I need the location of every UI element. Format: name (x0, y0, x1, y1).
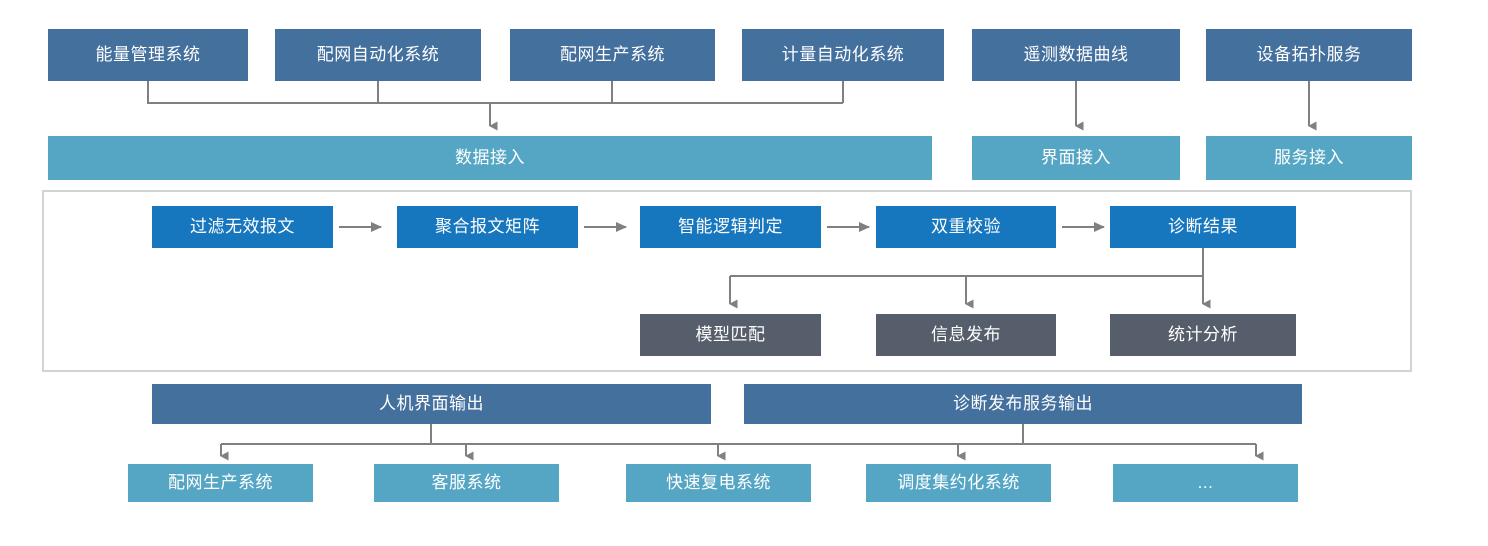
access-layer-service[interactable]: 服务接入 (1206, 136, 1412, 180)
box-label: 配网生产系统 (560, 44, 665, 64)
box-label: 双重校验 (931, 216, 1001, 236)
source-system-distribution-automation[interactable]: 配网自动化系统 (275, 29, 481, 81)
process-step-double-verification[interactable]: 双重校验 (876, 206, 1056, 248)
box-label: 配网自动化系统 (316, 44, 440, 64)
box-label: 界面接入 (1041, 147, 1111, 167)
consumer-customer-service-system[interactable]: 客服系统 (374, 464, 559, 502)
box-label: 客服系统 (431, 472, 502, 492)
box-label: 模型匹配 (695, 324, 766, 344)
source-system-device-topology-service[interactable]: 设备拓扑服务 (1206, 29, 1412, 81)
source-system-distribution-production[interactable]: 配网生产系统 (510, 29, 715, 81)
box-label: 调度集约化系统 (897, 472, 1020, 492)
box-label: 统计分析 (1168, 324, 1238, 344)
box-label: 聚合报文矩阵 (435, 216, 540, 236)
consumer-fast-power-restoration-system[interactable]: 快速复电系统 (626, 464, 811, 502)
access-layer-ui[interactable]: 界面接入 (972, 136, 1180, 180)
box-label: 信息发布 (931, 324, 1001, 344)
box-label: 人机界面输出 (379, 393, 484, 413)
consumer-more-ellipsis[interactable]: ... (1113, 464, 1298, 502)
box-label: 数据接入 (455, 147, 525, 167)
consumer-distribution-production-system[interactable]: 配网生产系统 (128, 464, 313, 502)
process-step-aggregate-message-matrix[interactable]: 聚合报文矩阵 (397, 206, 578, 248)
box-label: 服务接入 (1274, 147, 1344, 167)
consumer-dispatch-intensive-system[interactable]: 调度集约化系统 (866, 464, 1051, 502)
source-system-energy-management[interactable]: 能量管理系统 (48, 29, 248, 81)
box-label: 诊断发布服务输出 (953, 393, 1093, 413)
output-bar-human-machine-interface[interactable]: 人机界面输出 (152, 384, 711, 424)
action-model-matching[interactable]: 模型匹配 (640, 314, 821, 356)
processing-panel (42, 190, 1412, 372)
box-label: 计量自动化系统 (781, 44, 905, 64)
process-step-intelligent-logic-judgement[interactable]: 智能逻辑判定 (640, 206, 821, 248)
box-label: 过滤无效报文 (190, 216, 295, 236)
source-system-metering-automation[interactable]: 计量自动化系统 (742, 29, 944, 81)
process-step-filter-invalid-messages[interactable]: 过滤无效报文 (152, 206, 333, 248)
box-label: 配网生产系统 (168, 472, 273, 492)
source-system-telemetry-curve[interactable]: 遥测数据曲线 (972, 29, 1180, 81)
box-label: 诊断结果 (1168, 216, 1238, 236)
box-label: 快速复电系统 (666, 472, 771, 492)
box-label: ... (1197, 472, 1214, 492)
output-bar-diagnosis-publishing-service[interactable]: 诊断发布服务输出 (744, 384, 1302, 424)
process-step-diagnosis-result[interactable]: 诊断结果 (1110, 206, 1296, 248)
access-layer-data[interactable]: 数据接入 (48, 136, 932, 180)
box-label: 遥测数据曲线 (1023, 44, 1129, 64)
action-statistical-analysis[interactable]: 统计分析 (1110, 314, 1296, 356)
action-information-publishing[interactable]: 信息发布 (876, 314, 1056, 356)
box-label: 智能逻辑判定 (678, 216, 783, 236)
box-label: 能量管理系统 (95, 44, 201, 64)
box-label: 设备拓扑服务 (1256, 44, 1362, 64)
